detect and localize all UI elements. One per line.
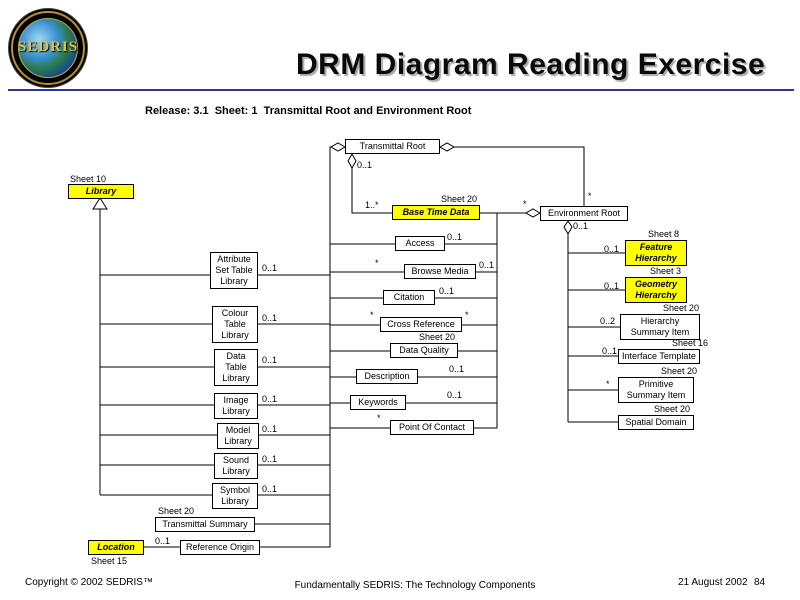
multiplicity-symbol-library: 0..1 bbox=[262, 484, 278, 494]
node-sound-library: Sound Library bbox=[214, 453, 258, 479]
node-spatial-domain: Spatial Domain bbox=[618, 415, 694, 430]
sheet-label-library: Sheet 10 bbox=[70, 174, 107, 184]
multiplicity-access-right: 0..1 bbox=[447, 232, 463, 242]
sheet-label-hierarchy-summary-item: Sheet 20 bbox=[663, 303, 700, 313]
page-title: DRM Diagram Reading Exercise bbox=[296, 48, 766, 81]
node-symbol-library: Symbol Library bbox=[212, 483, 258, 509]
multiplicity-feature-hierarchy: 0..1 bbox=[604, 244, 620, 254]
multiplicity-data-table-library: 0..1 bbox=[262, 355, 278, 365]
node-browse-media: Browse Media bbox=[404, 264, 476, 279]
sheet-label-spatial-domain: Sheet 20 bbox=[654, 404, 691, 414]
multiplicity-er-spine: 0..1 bbox=[573, 221, 589, 231]
sheet-label-geometry-hierarchy: Sheet 3 bbox=[650, 266, 682, 276]
node-feature-hierarchy: Feature Hierarchy bbox=[625, 240, 687, 266]
copyright-text: Copyright © 2002 SEDRIS™ bbox=[25, 577, 153, 588]
logo-gold-ring bbox=[11, 11, 85, 85]
multiplicity-attribute-set-table-library: 0..1 bbox=[262, 263, 278, 273]
title-rule bbox=[8, 89, 794, 91]
multiplicity-keywords-right: 0..1 bbox=[447, 390, 463, 400]
node-cross-reference: Cross Reference bbox=[380, 317, 462, 332]
multiplicity-tr-btd: 0..1 bbox=[357, 160, 373, 170]
multiplicity-tr-er: * bbox=[588, 191, 592, 201]
sheet-label-primitive-summary-item: Sheet 20 bbox=[661, 366, 698, 376]
node-hierarchy-summary-item: Hierarchy Summary Item bbox=[620, 314, 700, 340]
node-colour-table-library: Colour Table Library bbox=[212, 306, 258, 343]
logo-text: SEDRIS bbox=[17, 39, 79, 55]
footer-center-text: Fundamentally SEDRIS: The Technology Com… bbox=[294, 580, 536, 591]
multiplicity-btd-er: * bbox=[523, 199, 527, 209]
inheritance-triangle-icon bbox=[92, 197, 108, 210]
node-transmittal-root: Transmittal Root bbox=[345, 139, 440, 154]
sheet-label-data-quality: Sheet 20 bbox=[419, 332, 456, 342]
logo-globe-icon bbox=[18, 18, 78, 78]
node-image-library: Image Library bbox=[214, 393, 258, 419]
node-transmittal-summary: Transmittal Summary bbox=[155, 517, 255, 532]
multiplicity-hierarchy-summary-item: 0..2 bbox=[600, 316, 616, 326]
inheritance-lines bbox=[99, 209, 217, 496]
sheet-label-transmittal-summary: Sheet 20 bbox=[158, 506, 195, 516]
multiplicity-interface-template: 0..1 bbox=[602, 346, 618, 356]
sedris-logo-icon: SEDRIS bbox=[8, 8, 88, 88]
node-data-quality: Data Quality bbox=[390, 343, 458, 358]
node-citation: Citation bbox=[383, 290, 435, 305]
node-reference-origin: Reference Origin bbox=[180, 540, 260, 555]
node-attribute-set-table-library: Attribute Set Table Library bbox=[210, 252, 258, 289]
multiplicity-point-of-contact-left: * bbox=[377, 413, 381, 423]
sheet-label-location: Sheet 15 bbox=[91, 556, 128, 566]
multiplicity-location: 0..1 bbox=[155, 536, 171, 546]
multiplicity-image-library: 0..1 bbox=[262, 394, 278, 404]
multiplicity-btd-left: 1..* bbox=[365, 200, 379, 210]
multiplicity-model-library: 0..1 bbox=[262, 424, 278, 434]
multiplicity-cross-reference-right: * bbox=[465, 310, 469, 320]
multiplicity-cross-reference-left: * bbox=[370, 310, 374, 320]
release-sheet-subtitle: Release: 3.1 Sheet: 1 Transmittal Root a… bbox=[145, 105, 472, 117]
node-model-library: Model Library bbox=[217, 423, 259, 449]
node-interface-template: Interface Template bbox=[618, 349, 700, 364]
node-location: Location bbox=[88, 540, 144, 555]
multiplicity-primitive-summary-item: * bbox=[606, 379, 610, 389]
node-geometry-hierarchy: Geometry Hierarchy bbox=[625, 277, 687, 303]
node-access: Access bbox=[395, 236, 445, 251]
node-library: Library bbox=[68, 184, 134, 199]
transmittal-root-aggregation-lines bbox=[144, 146, 585, 548]
node-keywords: Keywords bbox=[350, 395, 406, 410]
node-primitive-summary-item: Primitive Summary Item bbox=[618, 377, 694, 403]
node-point-of-contact: Point Of Contact bbox=[390, 420, 474, 435]
node-data-table-library: Data Table Library bbox=[214, 349, 258, 386]
multiplicity-colour-table-library: 0..1 bbox=[262, 313, 278, 323]
footer-page-number: 84 bbox=[754, 577, 766, 588]
multiplicity-citation-right: 0..1 bbox=[439, 286, 455, 296]
sheet-label-base-time-data: Sheet 20 bbox=[441, 194, 478, 204]
multiplicity-geometry-hierarchy: 0..1 bbox=[604, 281, 620, 291]
footer-date: 21 August 2002 bbox=[678, 577, 748, 588]
sheet-label-interface-template: Sheet 16 bbox=[672, 338, 709, 348]
multiplicity-sound-library: 0..1 bbox=[262, 454, 278, 464]
multiplicity-browse-media-right: 0..1 bbox=[479, 260, 495, 270]
sheet-label-feature-hierarchy: Sheet 8 bbox=[648, 229, 680, 239]
node-base-time-data: Base Time Data bbox=[392, 205, 480, 220]
node-environment-root: Environment Root bbox=[540, 206, 628, 221]
multiplicity-browse-media-left: * bbox=[375, 258, 379, 268]
aggregation-diamond-icons bbox=[329, 142, 573, 236]
node-description: Description bbox=[356, 369, 418, 384]
multiplicity-description-right: 0..1 bbox=[449, 364, 465, 374]
